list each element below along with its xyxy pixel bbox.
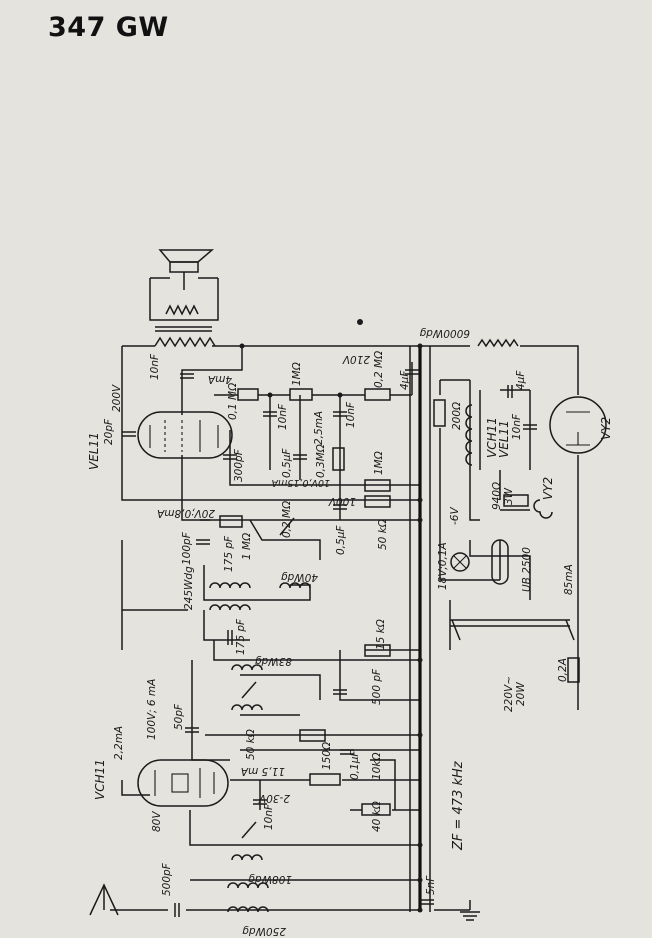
label-03mohm: 0,3MΩ bbox=[315, 444, 327, 478]
label-vel11: VEL11 bbox=[87, 432, 101, 470]
ground-icon bbox=[434, 900, 480, 921]
component-labels: 6000Wdg 210V 4µF 0,2 MΩ 1MΩ 4mA 10nF 200… bbox=[87, 327, 613, 937]
label-50pf: 50pF bbox=[173, 703, 185, 730]
label-ub2500: UB 2500 bbox=[521, 547, 533, 592]
speaker-icon bbox=[149, 249, 219, 321]
coils bbox=[209, 404, 553, 913]
label-5nf: 5nF bbox=[425, 875, 437, 895]
tube-vy2 bbox=[549, 396, 607, 454]
label-210v: 210V bbox=[342, 353, 370, 365]
label-50kohm-a: 50 kΩ bbox=[377, 519, 389, 550]
pilot-lamp-icon bbox=[450, 552, 470, 572]
label-25ma: 2,5mA bbox=[313, 411, 325, 445]
label-minus6v: -6V bbox=[449, 507, 461, 525]
label-zf: ZF = 473 kHz bbox=[451, 760, 466, 851]
label-500pf-b: 500pF bbox=[161, 862, 173, 896]
label-3w: 3W bbox=[503, 487, 515, 505]
label-01uf: 0,1µF bbox=[349, 750, 361, 780]
label-15kohm: 15 kΩ bbox=[375, 619, 387, 650]
output-transformer bbox=[154, 326, 216, 348]
label-115ma: 11,5 mA bbox=[241, 765, 285, 777]
label-245wdg: 245Wdg bbox=[183, 566, 195, 610]
label-01mohm: 0,1 MΩ bbox=[227, 383, 239, 420]
label-230v: 2-30V bbox=[258, 792, 290, 804]
label-vy2b: VY2 bbox=[541, 477, 555, 500]
label-02a: 0,2A bbox=[557, 658, 569, 682]
label-250wdg: 250Wdg bbox=[242, 925, 286, 937]
label-20w: 20W bbox=[515, 682, 527, 706]
label-22ma: 2,2mA bbox=[113, 726, 125, 760]
label-10nf-e: 10nF bbox=[263, 803, 275, 830]
tube-vch11 bbox=[137, 759, 229, 807]
label-40wdg: 40Wdg bbox=[281, 571, 318, 583]
label-83wdg: 83Wdg bbox=[255, 655, 292, 667]
label-10kohm: 10kΩ bbox=[371, 753, 383, 780]
label-220v: 220V~ bbox=[503, 676, 515, 712]
label-85ma: 85mA bbox=[563, 564, 575, 595]
label-1mohm-a: 1MΩ bbox=[291, 362, 303, 386]
label-05uf-a: 0,5µF bbox=[281, 448, 293, 478]
label-200v: 200V bbox=[111, 384, 123, 412]
label-10v015ma: 10V;0,15mA bbox=[272, 477, 330, 488]
label-40kohm: 40 kΩ bbox=[371, 801, 383, 832]
label-1mohm-b: 1MΩ bbox=[373, 451, 385, 475]
label-vch11: VCH11 bbox=[93, 759, 107, 800]
label-175pf-a: 175 pF bbox=[223, 535, 235, 572]
label-940ohm: 940Ω bbox=[491, 482, 503, 510]
label-20v08ma: 20V;0,8mA bbox=[157, 507, 215, 519]
label-18v01a: 18V;0,1A bbox=[437, 542, 449, 590]
label-05uf-b: 0,5µF bbox=[335, 525, 347, 555]
label-175pf-b: 175 pF bbox=[235, 618, 247, 655]
page-title: 347 GW bbox=[48, 12, 169, 43]
screw-mark bbox=[357, 319, 363, 325]
label-4uf-top: 4µF bbox=[399, 370, 411, 390]
capacitors bbox=[122, 369, 537, 917]
label-200ohm: 200Ω bbox=[451, 402, 463, 430]
antenna-icon bbox=[89, 883, 119, 916]
mains-switch-icon bbox=[451, 619, 575, 641]
label-vch11b: VCH11 bbox=[485, 417, 499, 458]
label-108wdg: 108Wdg bbox=[248, 873, 292, 885]
junction-dots bbox=[239, 343, 423, 913]
label-100pf-a: 100pF bbox=[181, 531, 193, 565]
label-20pf: 20pF bbox=[103, 418, 115, 445]
label-10nf-b: 10nF bbox=[277, 403, 289, 430]
tube-vel11 bbox=[137, 411, 233, 459]
barretter-icon bbox=[491, 539, 509, 585]
label-10nf-c: 10nF bbox=[345, 401, 357, 428]
label-4ma: 4mA bbox=[208, 373, 232, 385]
label-vy2: VY2 bbox=[599, 417, 613, 440]
label-100v6ma: 100V; 6 mA bbox=[146, 679, 158, 740]
label-80v: 80V bbox=[151, 811, 163, 832]
tuning-capacitor-icon bbox=[241, 517, 295, 839]
label-500pf-a: 500 pF bbox=[371, 668, 383, 705]
label-50kohm-b: 50 kΩ bbox=[245, 729, 257, 760]
label-300pf: 300pF bbox=[233, 448, 245, 482]
label-10nf-a: 10nF bbox=[149, 353, 161, 380]
resistors bbox=[219, 338, 580, 816]
label-4uf-b: 4µF bbox=[515, 370, 527, 390]
label-10nf-d: 10nF bbox=[511, 413, 523, 440]
label-6000wdg: 6000Wdg bbox=[419, 327, 470, 339]
label-150ohm: 150Ω bbox=[321, 742, 333, 770]
label-02mohm-b: 0,2 MΩ bbox=[281, 501, 293, 538]
label-100v: 100V bbox=[328, 495, 356, 507]
label-02mohm: 0,2 MΩ bbox=[373, 351, 385, 388]
label-1mohm-c: 1 MΩ bbox=[241, 533, 253, 560]
label-vel11b: VEL11 bbox=[497, 420, 511, 458]
